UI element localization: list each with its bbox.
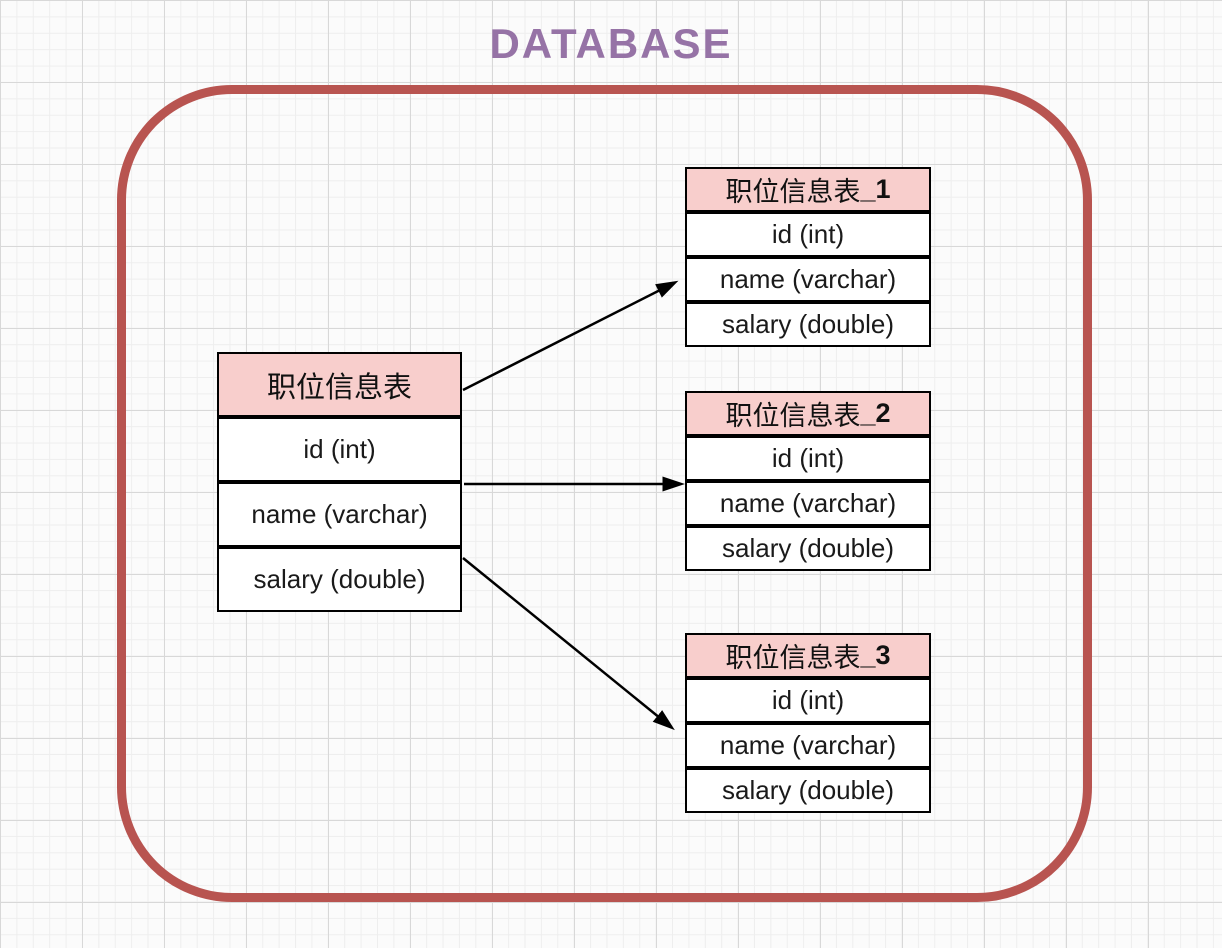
table-shard-2: 职位信息表_2 id (int) name (varchar) salary (… xyxy=(685,391,931,571)
table-shard-2-suffix: _2 xyxy=(860,398,891,428)
table-shard-2-row-name: name (varchar) xyxy=(685,481,931,526)
table-shard-3-row-salary: salary (double) xyxy=(685,768,931,813)
table-shard-1-suffix: _1 xyxy=(860,174,891,204)
table-shard-3-title: 职位信息表 xyxy=(725,643,861,674)
table-shard-3-row-id: id (int) xyxy=(685,678,931,723)
table-shard-3-row-name: name (varchar) xyxy=(685,723,931,768)
table-main: 职位信息表 id (int) name (varchar) salary (do… xyxy=(217,352,462,612)
table-main-row-name: name (varchar) xyxy=(217,482,462,547)
table-shard-1: 职位信息表_1 id (int) name (varchar) salary (… xyxy=(685,167,931,347)
table-shard-2-row-salary: salary (double) xyxy=(685,526,931,571)
table-main-row-id: id (int) xyxy=(217,417,462,482)
table-shard-1-row-id: id (int) xyxy=(685,212,931,257)
table-shard-2-row-id: id (int) xyxy=(685,436,931,481)
table-shard-3-suffix: _3 xyxy=(860,640,891,670)
table-shard-1-title: 职位信息表 xyxy=(725,177,861,208)
table-main-title: 职位信息表 xyxy=(266,369,412,404)
table-shard-2-header: 职位信息表_2 xyxy=(685,391,931,436)
table-main-row-salary: salary (double) xyxy=(217,547,462,612)
table-shard-1-row-name: name (varchar) xyxy=(685,257,931,302)
database-boundary-frame xyxy=(117,85,1092,902)
table-shard-3: 职位信息表_3 id (int) name (varchar) salary (… xyxy=(685,633,931,813)
table-shard-2-title: 职位信息表 xyxy=(725,401,861,432)
table-shard-3-header: 职位信息表_3 xyxy=(685,633,931,678)
table-shard-1-header: 职位信息表_1 xyxy=(685,167,931,212)
table-shard-1-row-salary: salary (double) xyxy=(685,302,931,347)
diagram-title: DATABASE xyxy=(489,20,733,67)
table-main-header: 职位信息表 xyxy=(217,352,462,417)
